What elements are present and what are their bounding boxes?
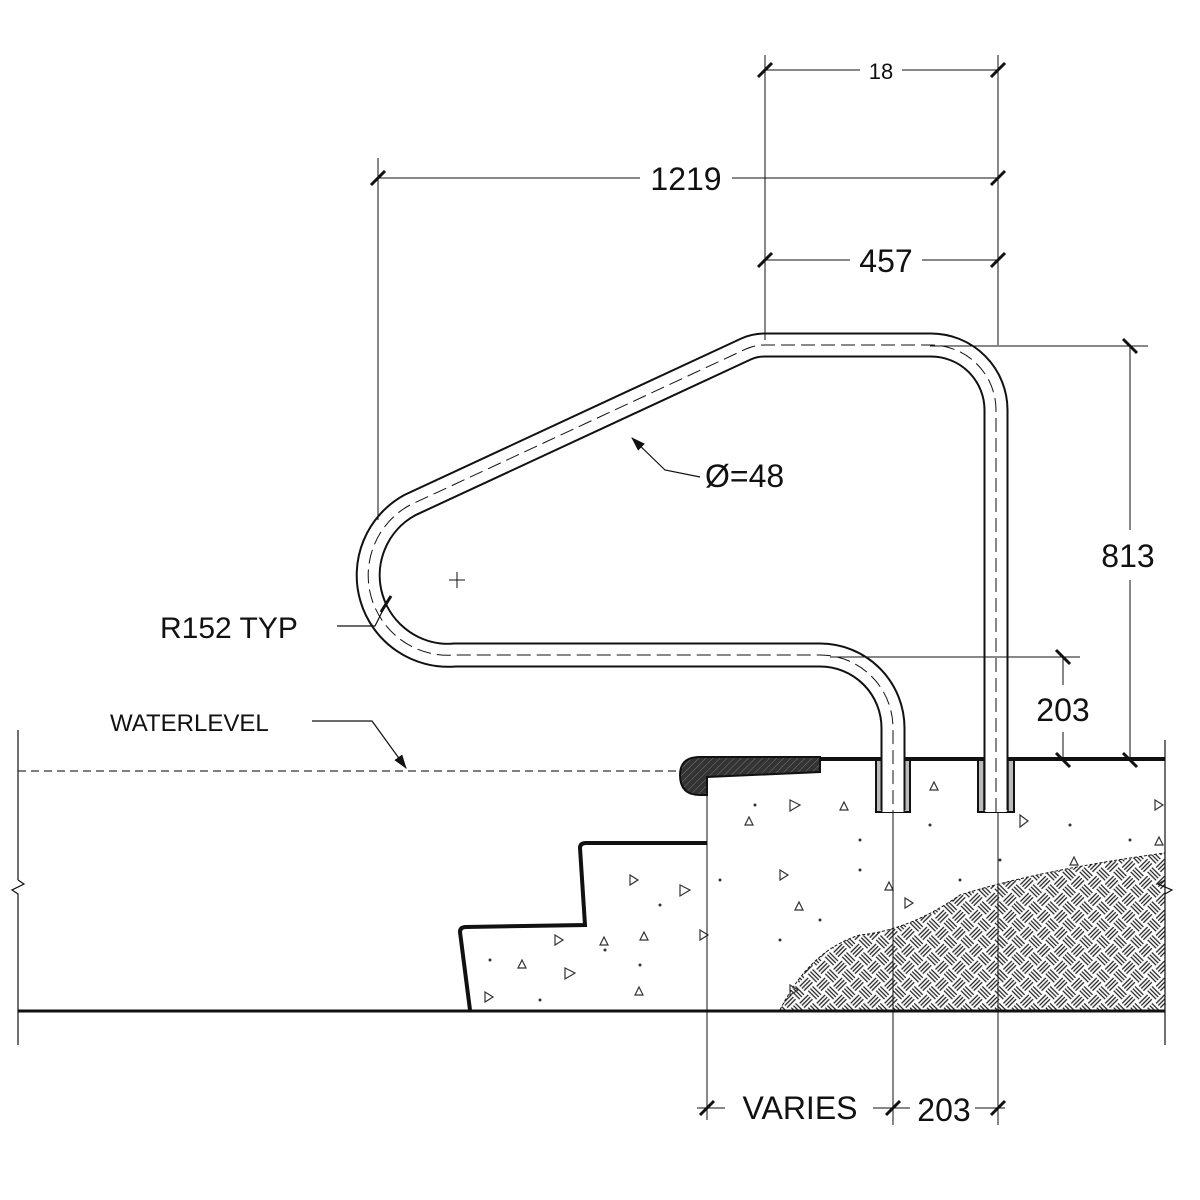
step-outline: [457, 841, 707, 1011]
diameter-label: Ø=48: [705, 458, 784, 494]
aggregate-dots: [488, 803, 1132, 1002]
dim-varies: VARIES: [743, 1090, 858, 1126]
dimension-ticks: [369, 61, 1139, 1117]
dimension-lines: [377, 55, 1148, 1125]
hatched-soil-region: [779, 852, 1166, 1011]
concrete-step-section: [460, 760, 1166, 1011]
dim-overall-length: 1219: [650, 161, 721, 197]
right-break-symbol: [1156, 879, 1174, 895]
dim-leg-spacing: 203: [917, 1092, 970, 1128]
water-level-leader: [312, 720, 407, 769]
diameter-leader: [631, 437, 701, 478]
water-level-label: WATERLEVEL: [110, 710, 269, 737]
center-crosshair: [449, 572, 465, 588]
radius-label: R152 TYP: [160, 612, 298, 645]
break-symbol: [10, 879, 26, 1045]
coping: [678, 756, 821, 796]
dim-top-spacing: 18: [869, 59, 893, 84]
aggregate-marks: [484, 780, 1165, 1004]
dim-top-run: 457: [859, 243, 912, 279]
dim-lower-height: 203: [1036, 692, 1089, 728]
dim-height: 813: [1101, 538, 1154, 574]
handrail-tube: [355, 332, 1009, 812]
